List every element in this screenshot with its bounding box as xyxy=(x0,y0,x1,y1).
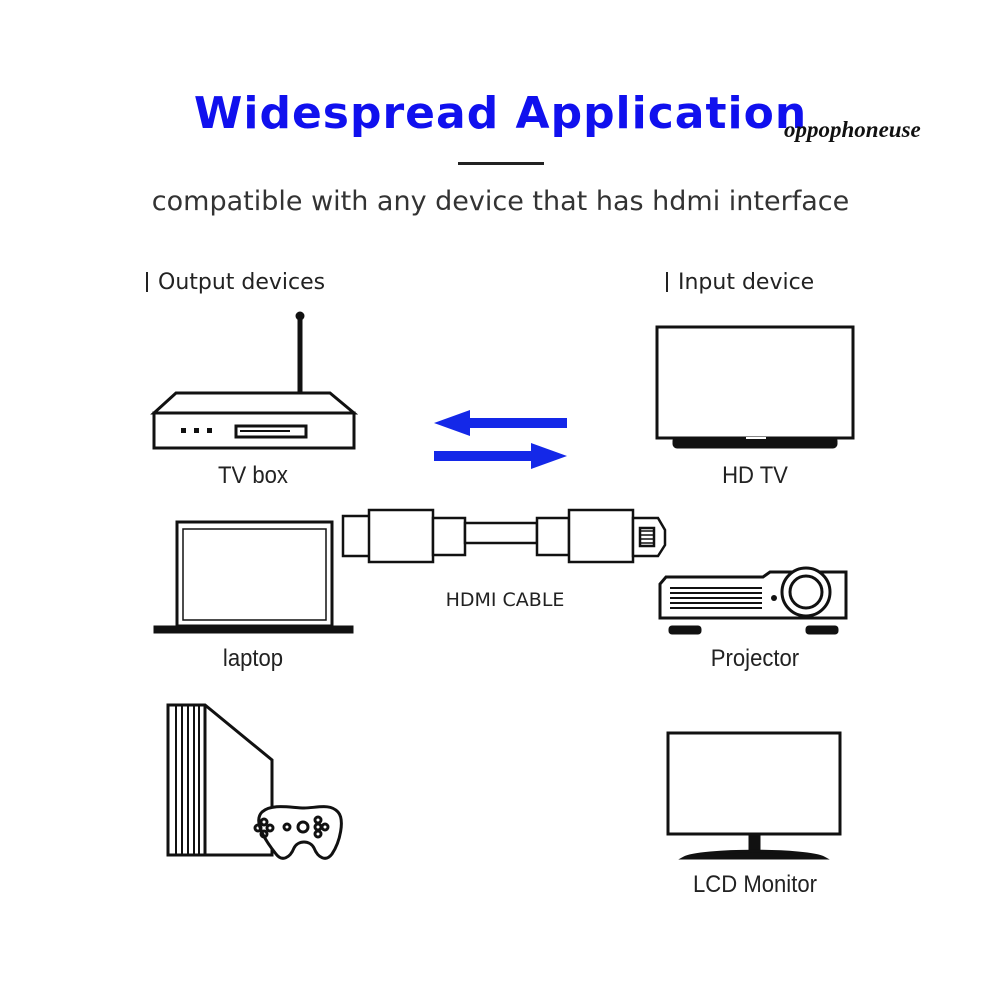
projector-label: Projector xyxy=(710,645,800,672)
game-console-icon xyxy=(166,703,274,857)
output-heading-text: Output devices xyxy=(158,270,326,295)
tv-box-label: TV box xyxy=(218,462,288,489)
input-heading-text: Input device xyxy=(678,270,815,295)
page-subtitle: compatible with any device that has hdmi… xyxy=(151,186,850,217)
lcd-monitor-icon xyxy=(666,731,842,860)
projector-icon xyxy=(658,566,848,635)
input-device-heading: Input device xyxy=(666,270,814,295)
lcd-monitor-label: LCD Monitor xyxy=(693,871,817,898)
hdmi-cable-icon xyxy=(341,508,667,564)
right-arrow-icon xyxy=(434,443,567,469)
tv-box-icon xyxy=(150,311,359,450)
left-arrow-icon xyxy=(434,410,567,436)
output-devices-heading: Output devices xyxy=(146,270,325,295)
hdmi-cable-label: HDMI CABLE xyxy=(445,589,565,611)
game-controller-icon xyxy=(253,805,343,860)
heading-bar-icon xyxy=(146,272,148,292)
watermark: oppophoneuse xyxy=(784,117,921,142)
hd-tv-label: HD TV xyxy=(722,462,788,489)
hd-tv-icon xyxy=(655,325,855,449)
title-divider xyxy=(458,162,544,165)
heading-bar-icon xyxy=(666,272,668,292)
page-title: Widespread Application xyxy=(193,88,808,139)
laptop-icon xyxy=(153,520,354,634)
laptop-label: laptop xyxy=(222,645,284,672)
